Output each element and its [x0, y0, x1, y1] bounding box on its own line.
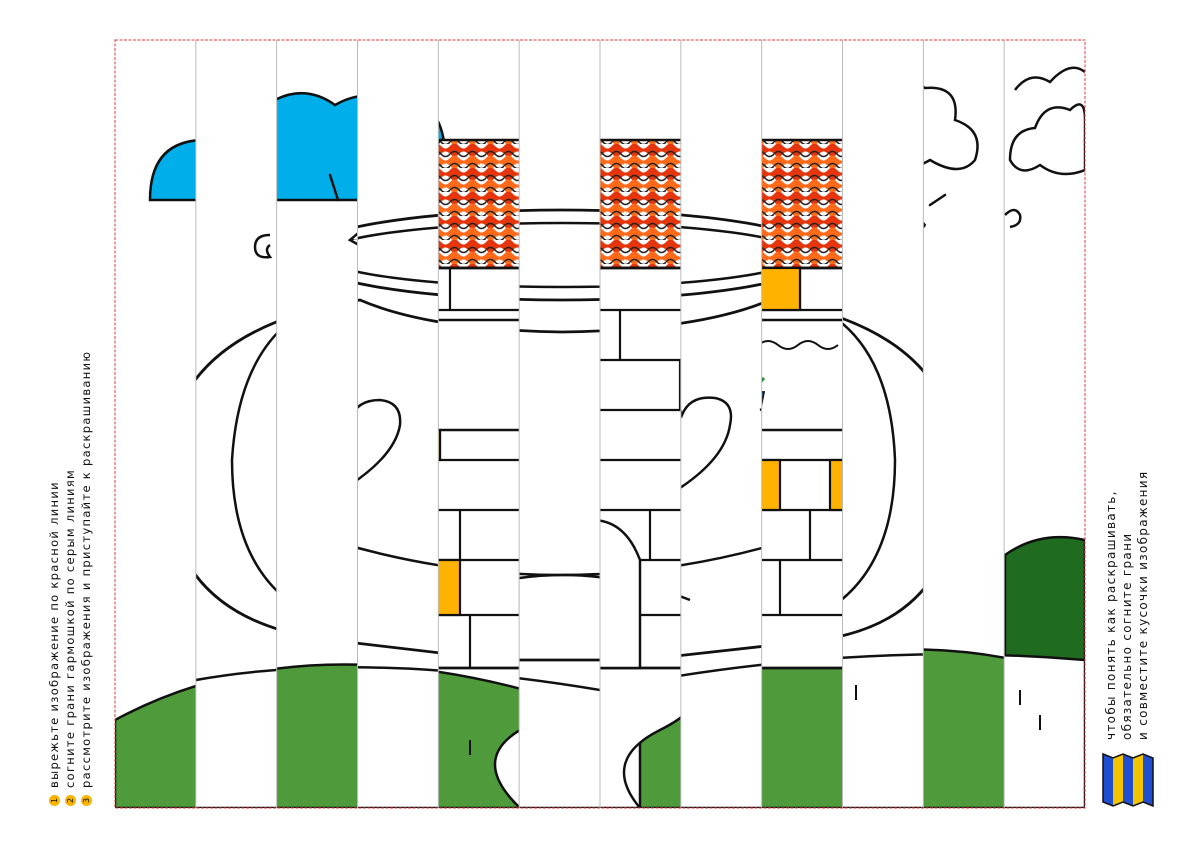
- hint-line-2: обязательно согните грани: [1120, 532, 1134, 740]
- step-number-3: 3: [80, 795, 92, 806]
- step-number-1: 1: [48, 795, 60, 806]
- instructions: 1 вырежьте изображение по красной линии …: [46, 351, 94, 806]
- instruction-step-3: 3 рассмотрите изображения и приступайте …: [78, 351, 94, 806]
- accordion-fold-icon: [1102, 752, 1154, 808]
- instruction-step-1: 1 вырежьте изображение по красной линии: [46, 351, 62, 806]
- step-number-2: 2: [64, 795, 76, 806]
- instruction-text-2: согните грани гармошкой по серым линиям: [63, 468, 77, 788]
- instruction-step-2: 2 согните грани гармошкой по серым линия…: [62, 351, 78, 806]
- cloud-small: [1008, 103, 1085, 176]
- hint-line-3: и совместите кусочки изображения: [1136, 470, 1150, 740]
- dark-hill: [1003, 535, 1085, 682]
- fold-lines: [195, 40, 1005, 808]
- hint-line-1: чтобы понять как раскрашивать,: [1104, 490, 1118, 740]
- instruction-text-1: вырежьте изображение по красной линии: [47, 481, 61, 788]
- folding-hint: чтобы понять как раскрашивать, обязатель…: [1103, 471, 1151, 740]
- cut-line: [114, 39, 1086, 809]
- instruction-text-3: рассмотрите изображения и приступайте к …: [79, 350, 93, 788]
